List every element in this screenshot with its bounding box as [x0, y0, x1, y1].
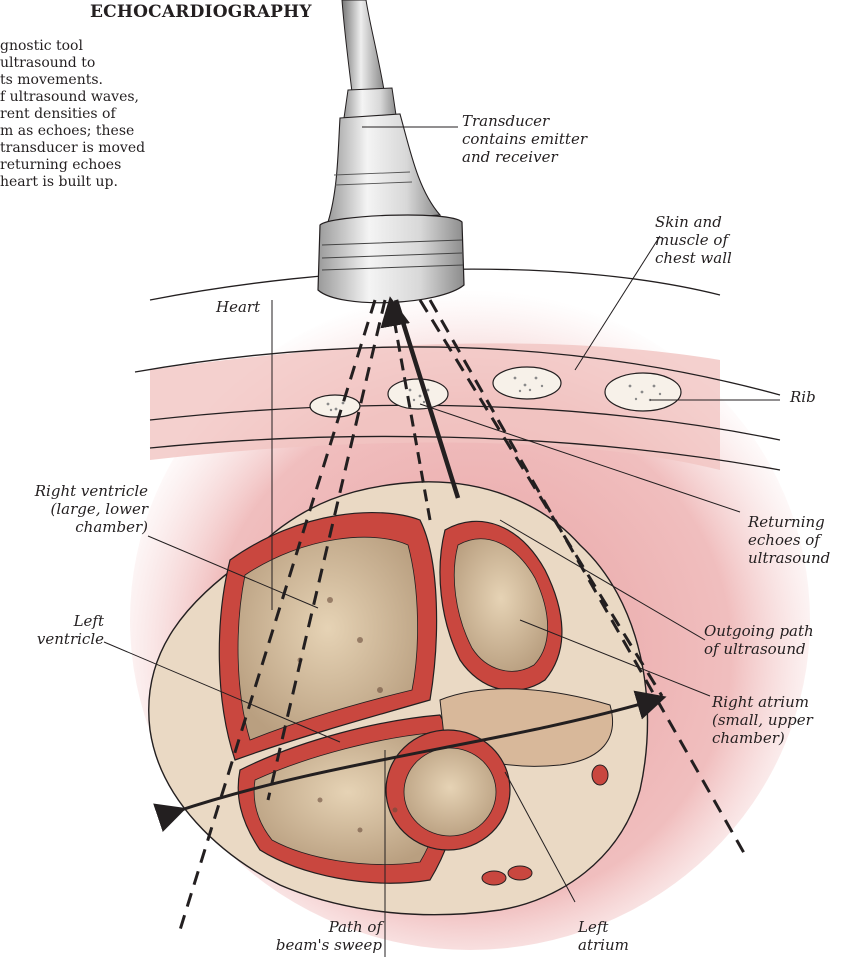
intro-line: rent densities of	[0, 106, 190, 123]
right-atrium-label: Right atrium (small, upper chamber)	[712, 693, 813, 747]
intro-line: ts movements.	[0, 72, 190, 89]
diagram-title: ECHOCARDIOGRAPHY	[90, 0, 312, 24]
skin-label: Skin and muscle of chest wall	[655, 213, 732, 267]
outgoing-path-label-line: Outgoing path	[704, 622, 814, 640]
outgoing-path-label: Outgoing path of ultrasound	[704, 622, 814, 658]
vessel-1	[482, 871, 506, 885]
right-ventricle-label-line: Right ventricle	[0, 482, 148, 500]
left-ventricle-label-line: ventricle	[0, 630, 104, 648]
returning-echoes-label-line: echoes of	[748, 531, 830, 549]
heart-label: Heart	[216, 298, 260, 316]
rib-2	[388, 379, 448, 409]
right-atrium-label-line: Right atrium	[712, 693, 813, 711]
intro-line: returning echoes	[0, 157, 190, 174]
returning-echoes-label-line: Returning	[748, 513, 830, 531]
rib-3	[493, 367, 561, 399]
intro-line: m as echoes; these	[0, 123, 190, 140]
intro-line: gnostic tool	[0, 38, 190, 55]
intro-line: heart is built up.	[0, 174, 190, 191]
returning-echoes-label: Returning echoes of ultrasound	[748, 513, 830, 567]
returning-echoes-label-line: ultrasound	[748, 549, 830, 567]
skin-label-line: Skin and	[655, 213, 732, 231]
right-atrium-label-line: (small, upper	[712, 711, 813, 729]
path-of-sweep-label: Path of beam's sweep	[232, 918, 382, 954]
probe-body	[328, 114, 440, 222]
left-atrium-label: Left atrium	[578, 918, 629, 954]
left-ventricle-label-line: Left	[0, 612, 104, 630]
right-ventricle-label-line: chamber)	[0, 518, 148, 536]
path-of-sweep-label-line: Path of	[232, 918, 382, 936]
rib-label: Rib	[790, 388, 816, 406]
right-ventricle-label: Right ventricle (large, lower chamber)	[0, 482, 148, 536]
left-atrium-chamber	[404, 748, 496, 836]
vessel-2	[508, 866, 532, 880]
path-of-sweep-label-line: beam's sweep	[232, 936, 382, 954]
skin-label-line: chest wall	[655, 249, 732, 267]
rib-1	[310, 395, 360, 417]
left-atrium-label-line: Left	[578, 918, 629, 936]
intro-line: ultrasound to	[0, 55, 190, 72]
probe-cable	[342, 0, 384, 92]
left-atrium-label-line: atrium	[578, 936, 629, 954]
right-atrium-label-line: chamber)	[712, 729, 813, 747]
rib-label-line: Rib	[790, 388, 816, 406]
transducer-probe	[318, 0, 464, 303]
intro-line: f ultrasound waves,	[0, 89, 190, 106]
intro-line: transducer is moved	[0, 140, 190, 157]
left-ventricle-label: Left ventricle	[0, 612, 104, 648]
probe-head	[318, 215, 464, 303]
vessel-3	[592, 765, 608, 785]
skin-label-line: muscle of	[655, 231, 732, 249]
right-ventricle-label-line: (large, lower	[0, 500, 148, 518]
transducer-label-line: Transducer	[462, 112, 587, 130]
transducer-label: Transducer contains emitter and receiver	[462, 112, 587, 166]
heart-label-line: Heart	[216, 298, 260, 316]
transducer-label-line: and receiver	[462, 148, 587, 166]
transducer-label-line: contains emitter	[462, 130, 587, 148]
outgoing-path-label-line: of ultrasound	[704, 640, 814, 658]
